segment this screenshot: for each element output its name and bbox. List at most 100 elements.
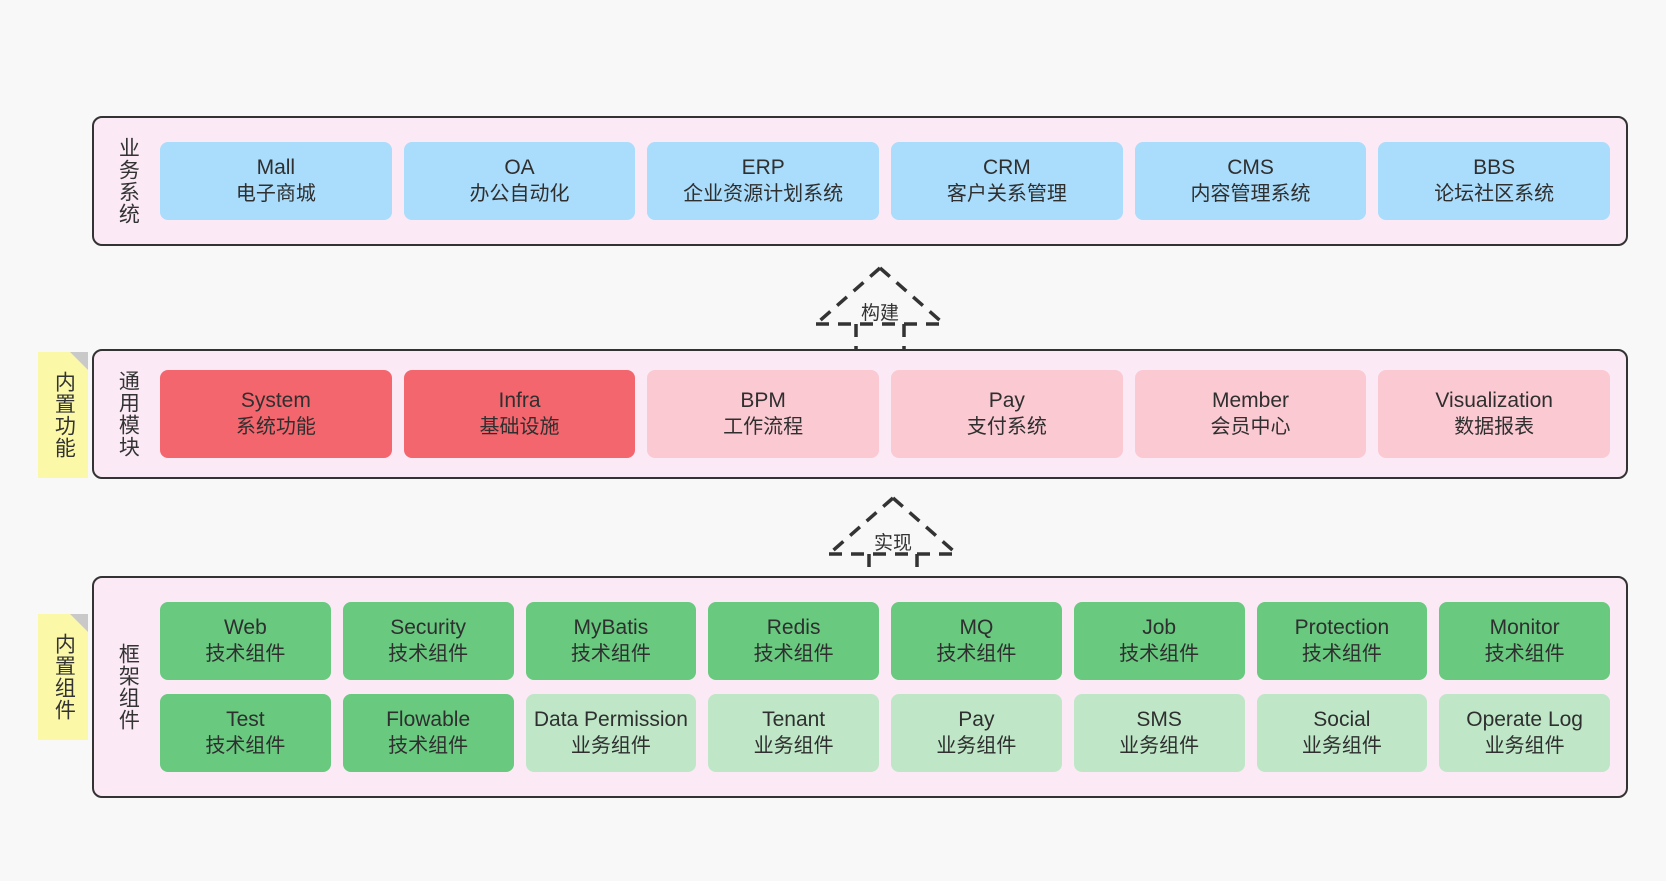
card-cms[interactable]: CMS 内容管理系统: [1134, 142, 1367, 220]
card-system[interactable]: System 系统功能: [160, 370, 392, 458]
card-title-en: Redis: [766, 616, 821, 640]
card-title-en: OA: [504, 156, 535, 180]
card-monitor[interactable]: Monitor 技术组件: [1439, 602, 1610, 680]
card-operate-log[interactable]: Operate Log 业务组件: [1439, 694, 1610, 772]
card-title-cn: 技术组件: [1119, 642, 1200, 665]
card-title-en: Web: [223, 616, 267, 640]
card-data-permission[interactable]: Data Permission 业务组件: [525, 694, 697, 772]
card-flowable[interactable]: Flowable 技术组件: [342, 694, 514, 772]
card-title-cn: 技术组件: [205, 734, 286, 757]
note-fold-corner-icon: [70, 352, 88, 370]
card-title-en: MyBatis: [573, 616, 649, 640]
layer-body-business-systems: Mall 电子商城 OA 办公自动化 ERP 企业资源计划系统 CRM 客户关系…: [148, 118, 1626, 244]
card-pay-module[interactable]: Pay 支付系统: [891, 370, 1123, 458]
card-title-cn: 业务组件: [1484, 734, 1565, 757]
card-web[interactable]: Web 技术组件: [160, 602, 331, 680]
card-test[interactable]: Test 技术组件: [160, 694, 331, 772]
card-title-en: Operate Log: [1466, 708, 1583, 732]
card-crm[interactable]: CRM 客户关系管理: [891, 142, 1123, 220]
card-title-cn: 内容管理系统: [1190, 182, 1311, 205]
card-title-cn: 论坛社区系统: [1434, 182, 1555, 205]
card-title-en: CRM: [982, 156, 1031, 180]
card-title-cn: 技术组件: [1301, 642, 1382, 665]
framework-row-technical: Web 技术组件 Security 技术组件 MyBatis 技术组件 Redi…: [160, 602, 1610, 680]
card-title-cn: 技术组件: [388, 734, 469, 757]
card-infra[interactable]: Infra 基础设施: [403, 370, 636, 458]
framework-row-business: Test 技术组件 Flowable 技术组件 Data Permission …: [160, 694, 1610, 772]
card-title-en: System: [240, 389, 311, 413]
card-mybatis[interactable]: MyBatis 技术组件: [525, 602, 697, 680]
card-title-en: Test: [226, 708, 265, 732]
card-title-cn: 工作流程: [723, 415, 804, 438]
layer-framework-components: 框架组件 Web 技术组件 Security 技术组件 MyBatis 技术组件…: [92, 576, 1628, 798]
card-mq[interactable]: MQ 技术组件: [891, 602, 1062, 680]
card-title-cn: 技术组件: [936, 642, 1017, 665]
card-title-en: Tenant: [762, 708, 826, 732]
card-title-cn: 电子商城: [235, 182, 316, 205]
note-label: 内置功能: [52, 371, 76, 459]
arrow-build: 构建: [795, 262, 965, 357]
card-title-en: Visualization: [1435, 389, 1553, 413]
card-title-en: MQ: [959, 616, 994, 640]
card-sms[interactable]: SMS 业务组件: [1073, 694, 1245, 772]
arrow-implement: 实现: [808, 492, 978, 587]
card-security[interactable]: Security 技术组件: [342, 602, 514, 680]
card-title-cn: 业务组件: [1119, 734, 1200, 757]
card-title-cn: 技术组件: [205, 642, 286, 665]
card-title-en: Monitor: [1489, 616, 1560, 640]
card-title-en: Security: [390, 616, 467, 640]
card-title-cn: 业务组件: [936, 734, 1017, 757]
card-redis[interactable]: Redis 技术组件: [708, 602, 879, 680]
card-title-cn: 基础设施: [479, 415, 560, 438]
card-title-en: Pay: [988, 389, 1025, 413]
card-title-cn: 技术组件: [1484, 642, 1565, 665]
layer-common-modules: 通用模块 System 系统功能 Infra 基础设施 BPM 工作流程 Pay…: [92, 349, 1628, 479]
card-title-en: BBS: [1473, 156, 1516, 180]
card-bpm[interactable]: BPM 工作流程: [647, 370, 880, 458]
card-mall[interactable]: Mall 电子商城: [160, 142, 392, 220]
card-title-cn: 业务组件: [1301, 734, 1382, 757]
note-builtin-features: 内置功能: [38, 352, 88, 478]
card-erp[interactable]: ERP 企业资源计划系统: [647, 142, 880, 220]
layer-title-framework-components: 框架组件: [116, 643, 140, 731]
card-job[interactable]: Job 技术组件: [1073, 602, 1245, 680]
layer-body-common-modules: System 系统功能 Infra 基础设施 BPM 工作流程 Pay 支付系统…: [148, 351, 1626, 477]
card-title-cn: 业务组件: [570, 734, 651, 757]
card-title-en: Protection: [1294, 616, 1390, 640]
card-title-cn: 技术组件: [570, 642, 651, 665]
card-oa[interactable]: OA 办公自动化: [403, 142, 636, 220]
arrow-label-implement: 实现: [873, 533, 913, 554]
card-title-en: Job: [1142, 616, 1177, 640]
layer-business-systems: 业务系统 Mall 电子商城 OA 办公自动化 ERP 企业资源计划系统 CRM…: [92, 116, 1628, 246]
card-title-cn: 办公自动化: [469, 182, 570, 205]
card-title-en: SMS: [1136, 708, 1182, 732]
layer-title-business-systems: 业务系统: [116, 137, 140, 225]
card-title-cn: 数据报表: [1454, 415, 1535, 438]
card-tenant[interactable]: Tenant 业务组件: [708, 694, 879, 772]
arrow-label-build: 构建: [860, 303, 900, 324]
card-title-en: Member: [1212, 389, 1290, 413]
card-bbs[interactable]: BBS 论坛社区系统: [1378, 142, 1611, 220]
note-label: 内置组件: [52, 633, 76, 721]
card-title-cn: 技术组件: [388, 642, 469, 665]
card-member[interactable]: Member 会员中心: [1134, 370, 1367, 458]
card-visualization[interactable]: Visualization 数据报表: [1378, 370, 1611, 458]
card-pay-component[interactable]: Pay 业务组件: [891, 694, 1062, 772]
card-title-en: Pay: [958, 708, 995, 732]
card-title-cn: 企业资源计划系统: [683, 182, 844, 205]
layer-title-common-modules: 通用模块: [116, 370, 140, 458]
card-title-cn: 会员中心: [1210, 415, 1291, 438]
card-title-en: Flowable: [386, 708, 471, 732]
card-title-en: Social: [1313, 708, 1371, 732]
card-protection[interactable]: Protection 技术组件: [1256, 602, 1428, 680]
card-social[interactable]: Social 业务组件: [1256, 694, 1428, 772]
card-title-cn: 业务组件: [753, 734, 834, 757]
note-fold-corner-icon: [70, 614, 88, 632]
card-title-en: BPM: [740, 389, 786, 413]
card-title-en: ERP: [741, 156, 785, 180]
card-title-cn: 客户关系管理: [946, 182, 1067, 205]
card-title-cn: 技术组件: [753, 642, 834, 665]
card-title-en: Infra: [498, 389, 541, 413]
layer-body-framework-components: Web 技术组件 Security 技术组件 MyBatis 技术组件 Redi…: [148, 578, 1626, 796]
